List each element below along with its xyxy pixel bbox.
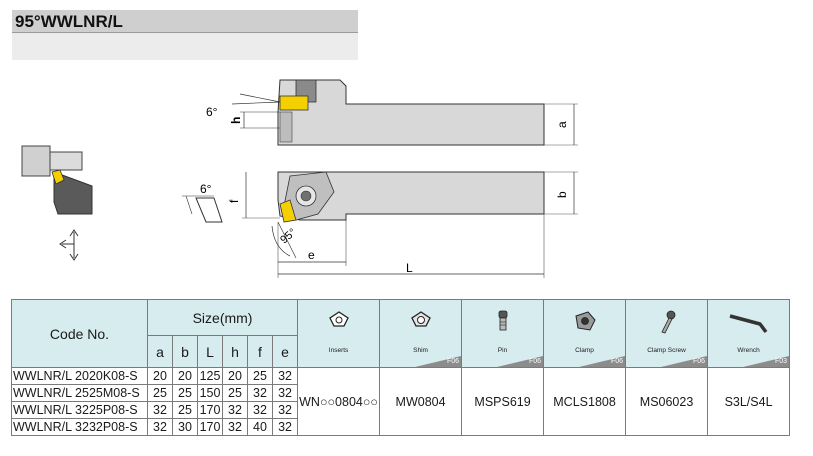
- part-header-inserts: Inserts: [297, 299, 381, 368]
- dim-f-label: f: [227, 199, 241, 203]
- dim-a-label: a: [555, 121, 569, 128]
- spec-table: Code No. Size(mm) Inserts Shim F06 Pin F…: [11, 299, 791, 436]
- cell-f: 32: [247, 401, 273, 419]
- col-a: a: [147, 335, 173, 368]
- tool-drawing: 6° h a b f e L 95° 6°: [21, 79, 578, 278]
- cell-e: 32: [271, 418, 299, 436]
- pin-value: MSPS619: [461, 367, 545, 436]
- feed-direction-arrows: [59, 229, 79, 261]
- cell-a: 32: [147, 401, 173, 419]
- catalog-tag: F06: [528, 358, 542, 365]
- holder-front-view: [242, 171, 578, 278]
- cell-a: 32: [147, 418, 173, 436]
- angle-side-label: 6°: [200, 182, 212, 196]
- application-illustration: [21, 145, 93, 215]
- wrench-icon: [729, 314, 767, 334]
- wrench-value: S3L/S4L: [707, 367, 791, 436]
- page-title: 95°WWLNR/L: [15, 12, 123, 31]
- cell-L: 150: [197, 384, 223, 402]
- catalog-tag: F06: [692, 358, 706, 365]
- angle-top-label: 6°: [206, 105, 218, 119]
- table-row: WWLNR/L 3232P08-S 32 30 170 32 40 32: [11, 418, 790, 436]
- insert-icon: [328, 311, 349, 327]
- col-f: f: [247, 335, 273, 368]
- part-header-wrench: Wrench F03: [707, 299, 791, 368]
- cell-f: 32: [247, 384, 273, 402]
- cell-a: 20: [147, 367, 173, 385]
- insert-value: WN○○0804○○: [297, 367, 381, 436]
- cell-b: 20: [172, 367, 198, 385]
- cell-e: 32: [271, 401, 299, 419]
- cell-a: 25: [147, 384, 173, 402]
- angle-lead-label: 95°: [278, 226, 298, 246]
- size-header: Size(mm): [146, 299, 299, 336]
- cell-b: 30: [172, 418, 198, 436]
- part-label: Pin: [497, 347, 508, 354]
- cell-h: 32: [222, 401, 248, 419]
- catalog-tag: F06: [610, 358, 624, 365]
- dim-e-label: e: [308, 248, 315, 262]
- code-cell: WWLNR/L 3232P08-S: [11, 418, 148, 436]
- code-cell: WWLNR/L 2020K08-S: [11, 367, 148, 385]
- screw-icon: [660, 310, 675, 334]
- code-cell: WWLNR/L 2525M08-S: [11, 384, 148, 402]
- code-cell: WWLNR/L 3225P08-S: [11, 401, 148, 419]
- title-bar: 95°WWLNR/L: [12, 10, 358, 33]
- clamp-icon: [574, 311, 596, 331]
- part-header-shim: Shim F06: [379, 299, 463, 368]
- catalog-tag: F03: [774, 358, 788, 365]
- part-header-pin: Pin F06: [461, 299, 545, 368]
- table-header-row: Code No. Size(mm) Inserts Shim F06 Pin F…: [11, 299, 791, 368]
- clamp-screw-value: MS06023: [625, 367, 709, 436]
- part-label: Shim: [413, 347, 428, 354]
- cell-h: 25: [222, 384, 248, 402]
- col-b: b: [172, 335, 198, 368]
- part-header-clamp-screw: Clamp Screw F06: [625, 299, 709, 368]
- catalog-tag: F06: [446, 358, 460, 365]
- title-band: 95°WWLNR/L: [12, 10, 358, 60]
- cell-e: 32: [271, 384, 299, 402]
- cell-h: 32: [222, 418, 248, 436]
- dim-h-label: h: [229, 117, 243, 124]
- code-header: Code No.: [11, 299, 148, 368]
- cell-L: 125: [197, 367, 223, 385]
- part-label: Clamp Screw: [647, 347, 686, 354]
- holder-top-view: [231, 79, 578, 146]
- cell-L: 170: [197, 401, 223, 419]
- col-L: L: [197, 335, 223, 368]
- insert-side-detail: [182, 195, 223, 223]
- cell-f: 25: [247, 367, 273, 385]
- part-label: Inserts: [328, 347, 349, 354]
- part-header-clamp: Clamp F06: [543, 299, 627, 368]
- cell-e: 32: [271, 367, 299, 385]
- table-row: WWLNR/L 2020K08-S 20 20 125 20 25 32 WN○…: [11, 367, 791, 436]
- part-label: Wrench: [737, 347, 760, 354]
- part-label: Clamp: [575, 347, 594, 354]
- cell-L: 170: [197, 418, 223, 436]
- col-e: e: [271, 335, 299, 368]
- dim-L-label: L: [406, 261, 413, 275]
- clamp-value: MCLS1808: [543, 367, 627, 436]
- col-h: h: [222, 335, 248, 368]
- table-subheader-row: a b L h f e: [12, 335, 790, 368]
- dim-b-label: b: [555, 191, 569, 198]
- cell-f: 40: [247, 418, 273, 436]
- cell-b: 25: [172, 384, 198, 402]
- cell-h: 20: [222, 367, 248, 385]
- cell-b: 25: [172, 401, 198, 419]
- shim-icon: [410, 311, 431, 327]
- pin-icon: [498, 310, 507, 331]
- shim-value: MW0804: [379, 367, 463, 436]
